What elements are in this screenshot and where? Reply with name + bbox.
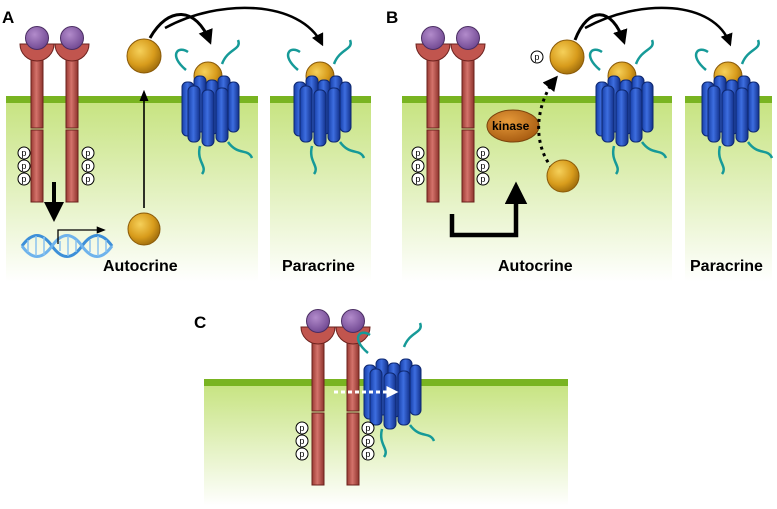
panel-c-letter: C bbox=[194, 313, 206, 332]
panel-b: B p p p p p p kinase p bbox=[386, 6, 774, 282]
svg-text:p: p bbox=[415, 148, 420, 158]
panel-a-letter: A bbox=[2, 8, 14, 27]
arrow-icon bbox=[537, 75, 558, 169]
arrow-icon bbox=[57, 226, 106, 244]
svg-text:p: p bbox=[21, 148, 26, 158]
membrane-a-autocrine bbox=[6, 96, 258, 103]
svg-text:p: p bbox=[415, 174, 420, 184]
arrow-icon bbox=[449, 181, 528, 238]
svg-text:p: p bbox=[85, 161, 90, 171]
panel-a: A p p p p p p bbox=[2, 6, 371, 282]
svg-text:p: p bbox=[365, 423, 370, 433]
svg-text:p: p bbox=[534, 52, 539, 62]
paracrine-label-b: Paracrine bbox=[690, 258, 763, 275]
phosphate-icon: p p p bbox=[361, 421, 375, 461]
svg-text:p: p bbox=[480, 174, 485, 184]
growth-factor-ball-icon bbox=[549, 39, 585, 75]
dna-helix-icon bbox=[20, 234, 114, 258]
autocrine-label-b: Autocrine bbox=[498, 258, 573, 275]
svg-text:p: p bbox=[85, 174, 90, 184]
arrow-icon bbox=[164, 6, 324, 47]
svg-text:p: p bbox=[480, 161, 485, 171]
membrane-b-autocrine bbox=[402, 96, 672, 103]
svg-text:p: p bbox=[415, 161, 420, 171]
svg-text:p: p bbox=[299, 423, 304, 433]
svg-text:p: p bbox=[365, 449, 370, 459]
growth-factor-ball-icon bbox=[126, 38, 162, 74]
svg-text:p: p bbox=[299, 449, 304, 459]
phosphate-icon: p p p bbox=[17, 146, 31, 186]
panel-b-letter: B bbox=[386, 8, 398, 27]
growth-factor-ball-icon bbox=[127, 212, 161, 246]
phosphate-icon: p p p bbox=[476, 146, 490, 186]
phosphate-icon: p p p bbox=[295, 421, 309, 461]
growth-factor-ball-icon bbox=[546, 159, 580, 193]
arrow-icon bbox=[148, 13, 213, 45]
svg-text:p: p bbox=[85, 148, 90, 158]
svg-text:p: p bbox=[21, 161, 26, 171]
arrow-icon bbox=[573, 13, 628, 45]
arrow-icon bbox=[584, 6, 733, 47]
phosphate-icon: p bbox=[530, 50, 544, 64]
svg-text:p: p bbox=[480, 148, 485, 158]
kinase-label: kinase bbox=[492, 119, 530, 133]
panel-c: C p p p p p p bbox=[194, 309, 568, 506]
phosphate-icon: p p p bbox=[81, 146, 95, 186]
svg-text:p: p bbox=[365, 436, 370, 446]
svg-text:p: p bbox=[21, 174, 26, 184]
autocrine-label-a: Autocrine bbox=[103, 258, 178, 275]
phosphate-icon: p p p bbox=[411, 146, 425, 186]
paracrine-label-a: Paracrine bbox=[282, 258, 355, 275]
svg-text:p: p bbox=[299, 436, 304, 446]
